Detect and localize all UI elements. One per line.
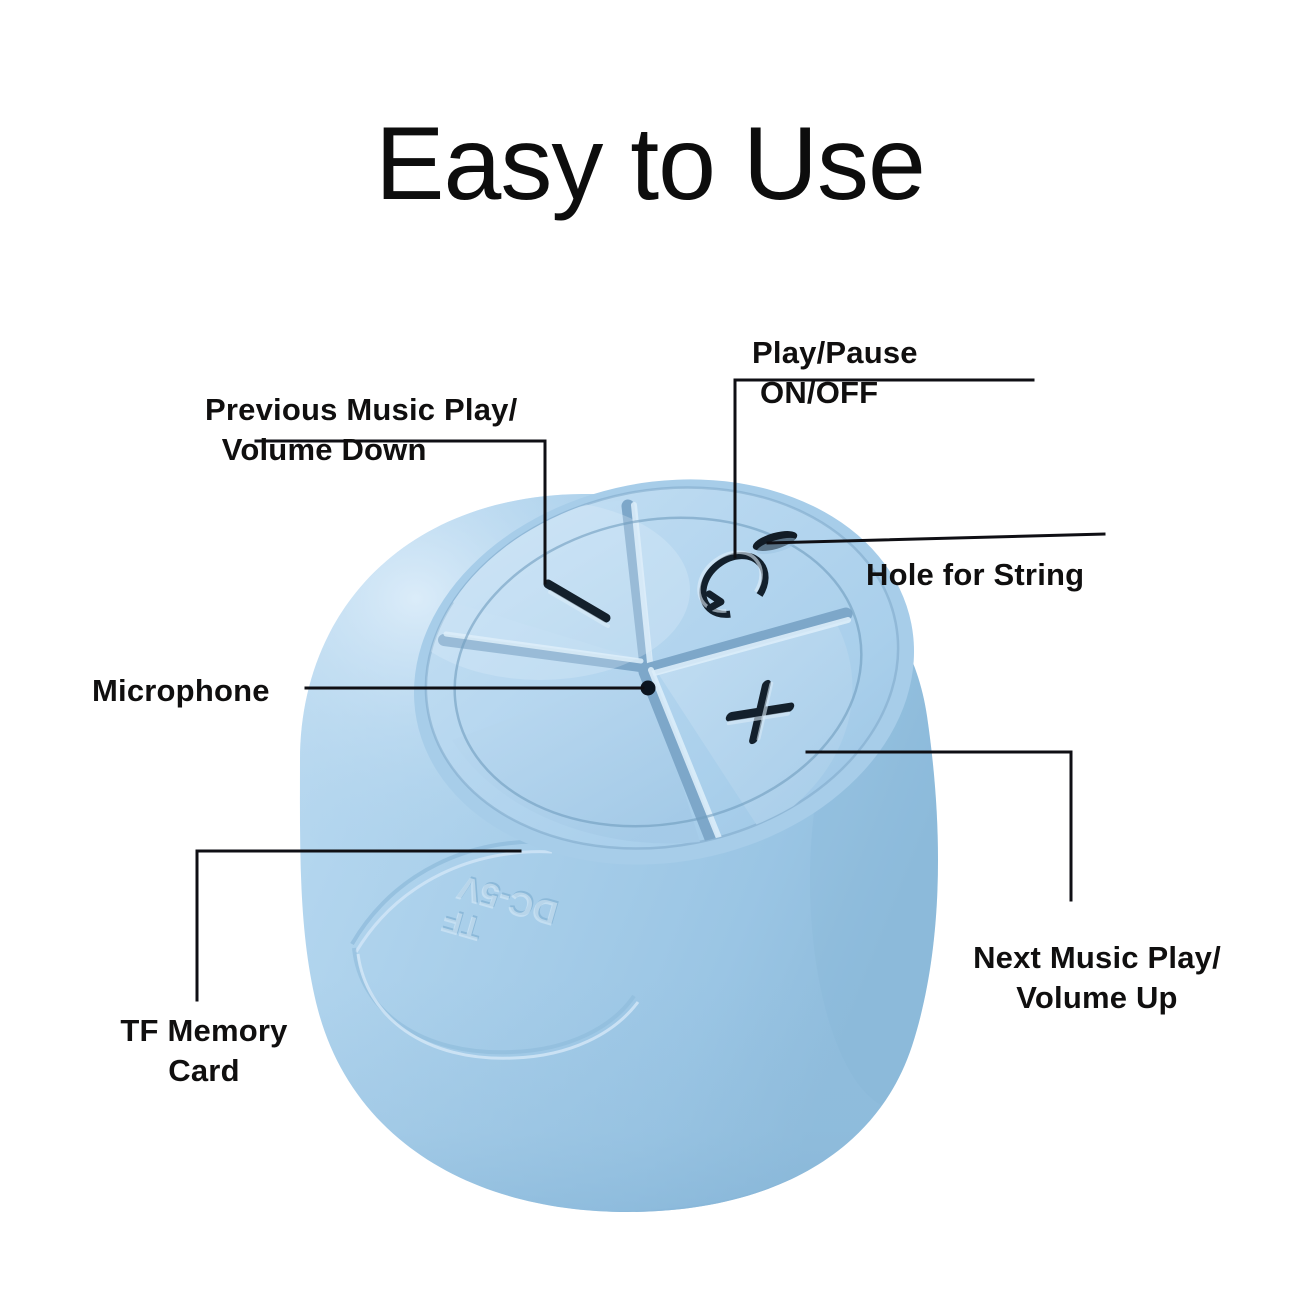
callout-previous: Previous Music Play/ Volume Down bbox=[205, 390, 517, 471]
leader-previous bbox=[254, 439, 547, 585]
leader-lines bbox=[195, 378, 1106, 1002]
leader-hole-for-string bbox=[766, 532, 1106, 545]
callout-tf-memory-card-line2: Card bbox=[168, 1053, 240, 1089]
callout-tf-memory-card: TF Memory Card bbox=[113, 1011, 295, 1092]
callout-hole-for-string-line1: Hole for String bbox=[866, 557, 1085, 592]
callout-microphone: Microphone bbox=[92, 671, 270, 711]
port-cover-flap bbox=[350, 839, 640, 1060]
page-title: Easy to Use bbox=[375, 106, 926, 222]
callout-next-line2: Volume Up bbox=[1016, 980, 1178, 1016]
callout-play-pause-line2: ON/OFF bbox=[760, 375, 879, 411]
callout-previous-line2: Volume Down bbox=[221, 432, 427, 468]
microphone-hole bbox=[640, 680, 656, 696]
callout-next: Next Music Play/ Volume Up bbox=[963, 938, 1231, 1019]
callout-hole-for-string: Hole for String bbox=[866, 555, 1084, 595]
callout-next-line1: Next Music Play/ bbox=[973, 940, 1221, 975]
leader-play-pause bbox=[733, 378, 1035, 559]
callout-previous-line1: Previous Music Play/ bbox=[205, 392, 518, 427]
volume-down-icon bbox=[543, 579, 611, 628]
leader-tf-memory-card bbox=[195, 849, 522, 1002]
callout-play-pause: Play/Pause ON/OFF bbox=[752, 333, 918, 414]
leader-next bbox=[805, 750, 1073, 902]
callout-tf-memory-card-line1: TF Memory bbox=[120, 1013, 288, 1048]
callout-play-pause-line1: Play/Pause bbox=[752, 335, 918, 370]
callout-microphone-line1: Microphone bbox=[92, 673, 270, 708]
volume-up-icon bbox=[725, 679, 795, 745]
y-groove bbox=[438, 499, 853, 853]
play-pause-icon bbox=[697, 550, 769, 618]
